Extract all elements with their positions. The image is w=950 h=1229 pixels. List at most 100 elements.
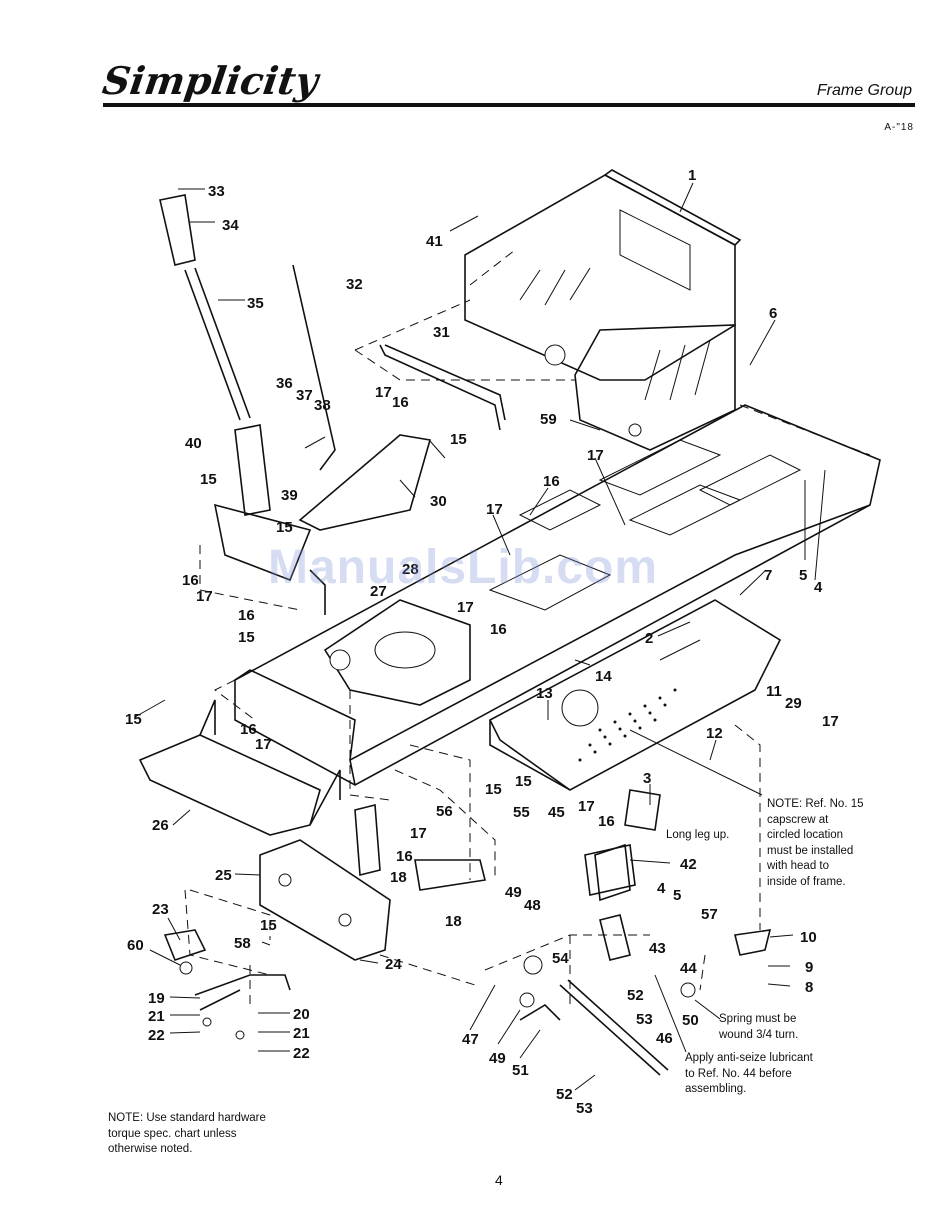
callout-54: 54: [552, 950, 569, 967]
callout-29: 29: [785, 695, 802, 712]
callout-55: 55: [513, 804, 530, 821]
callout-40: 40: [185, 435, 202, 452]
bracket-10: [734, 929, 772, 956]
callout-53b: 53: [576, 1100, 593, 1117]
front-bumper-26: [138, 699, 341, 836]
pedal-linkage: [519, 843, 696, 1076]
callout-13: 13: [536, 685, 553, 702]
callout-59: 59: [540, 411, 557, 428]
callout-31: 31: [433, 324, 450, 341]
callout-16a: 16: [392, 394, 409, 411]
note-long-leg: Long leg up.: [666, 829, 730, 841]
callout-24: 24: [385, 956, 402, 973]
callout-17a: 17: [375, 384, 392, 401]
main-frame: [234, 404, 881, 786]
callout-36: 36: [276, 375, 293, 392]
hitch-plate-25: [259, 839, 391, 961]
callout-5b: 5: [673, 887, 681, 904]
callout-15c: 15: [276, 519, 293, 536]
callout-48: 48: [524, 897, 541, 914]
note-ref15-capscrew: NOTE: Ref. No. 15 capscrew at circled lo…: [767, 798, 864, 888]
callout-4b: 4: [657, 880, 666, 897]
callout-16h: 16: [396, 848, 413, 865]
header-rule: [103, 103, 915, 107]
callout-41: 41: [426, 233, 443, 250]
callout-15e: 15: [125, 711, 142, 728]
seat-support-panel: [464, 169, 742, 451]
callout-32: 32: [346, 276, 363, 293]
callout-57: 57: [701, 906, 718, 923]
callout-18b: 18: [445, 913, 462, 930]
callout-28: 28: [402, 561, 419, 578]
callout-49b: 49: [489, 1050, 506, 1067]
callout-22b: 22: [293, 1045, 310, 1062]
note-torque-spec: NOTE: Use standard hardware torque spec.…: [108, 1112, 266, 1155]
callout-52b: 52: [556, 1086, 573, 1103]
callout-37: 37: [296, 387, 313, 404]
footrest-plate: [489, 599, 782, 791]
assembly-guide-lines: [184, 249, 871, 1010]
callout-11: 11: [766, 683, 782, 700]
callout-16g: 16: [598, 813, 615, 830]
callout-60: 60: [127, 937, 144, 954]
callout-15g: 15: [485, 781, 502, 798]
note-anti-seize: Apply anti-seize lubricant to Ref. No. 4…: [685, 1052, 813, 1095]
callout-21a: 21: [148, 1008, 165, 1025]
callout-12: 12: [706, 725, 723, 742]
callout-16d: 16: [238, 607, 255, 624]
leader-lines: [134, 182, 826, 1091]
callout-53a: 53: [636, 1011, 653, 1028]
callout-9: 9: [805, 959, 813, 976]
callout-33: 33: [208, 183, 225, 200]
callout-16f: 16: [240, 721, 257, 738]
callout-6: 6: [769, 305, 777, 322]
callout-50: 50: [682, 1012, 699, 1029]
seat-bracket-31: [379, 344, 506, 431]
callout-34: 34: [222, 217, 239, 234]
callout-17h: 17: [410, 825, 427, 842]
callout-7: 7: [764, 567, 772, 584]
section-title: Frame Group: [816, 82, 912, 99]
callout-19: 19: [148, 990, 165, 1007]
brake-linkage-left: [163, 929, 291, 1040]
callout-25: 25: [215, 867, 232, 884]
callout-30: 30: [430, 493, 447, 510]
callout-38: 38: [314, 397, 331, 414]
callout-52a: 52: [627, 987, 644, 1004]
callout-17c: 17: [486, 501, 503, 518]
callout-27: 27: [370, 583, 387, 600]
callout-17b: 17: [587, 447, 604, 464]
callout-18a: 18: [390, 869, 407, 886]
callout-58: 58: [234, 935, 251, 952]
callout-45: 45: [548, 804, 565, 821]
callout-17i: 17: [822, 713, 839, 730]
callout-1: 1: [688, 167, 696, 184]
lever-mount: [213, 424, 326, 615]
callout-56: 56: [436, 803, 453, 820]
bracket-18: [354, 803, 486, 891]
callout-46: 46: [656, 1030, 673, 1047]
page-number: 4: [495, 1172, 503, 1188]
document-code: A-"18: [884, 122, 914, 133]
note-spring-wound: Spring must be wound 3/4 turn.: [719, 1013, 799, 1041]
callout-2: 2: [645, 630, 653, 647]
callout-20: 20: [293, 1006, 310, 1023]
callout-15a: 15: [450, 431, 467, 448]
callout-35: 35: [247, 295, 264, 312]
callout-21b: 21: [293, 1025, 310, 1042]
callout-39: 39: [281, 487, 298, 504]
callout-17f: 17: [255, 736, 272, 753]
callout-17d: 17: [196, 588, 213, 605]
callout-22a: 22: [148, 1027, 165, 1044]
callout-17g: 17: [578, 798, 595, 815]
lift-rod-32: [292, 264, 336, 471]
callout-4: 4: [814, 579, 823, 596]
callout-15h: 15: [260, 917, 277, 934]
callout-16b: 16: [543, 473, 560, 490]
callout-43: 43: [649, 940, 666, 957]
lift-lever-35: [159, 194, 251, 421]
callout-16e: 16: [490, 621, 507, 638]
callout-26: 26: [152, 817, 169, 834]
callout-5: 5: [799, 567, 807, 584]
callout-3: 3: [643, 770, 651, 787]
